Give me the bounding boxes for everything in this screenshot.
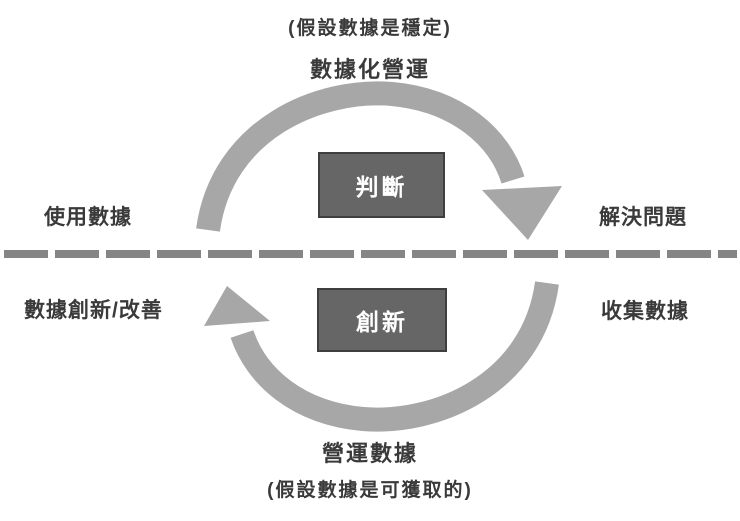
bottom-arrowhead-icon [204, 286, 270, 326]
judgment-box-label: 判斷 [355, 174, 408, 200]
bottom-assumption-note: (假設數據是可獲取的) [267, 480, 473, 501]
bottom-title: 營運數據 [321, 441, 418, 466]
top-assumption-note: (假設數據是穩定) [288, 18, 452, 39]
label-solve-problem: 解決問題 [599, 206, 687, 229]
label-use-data: 使用數據 [44, 206, 132, 229]
top-arrowhead-icon [482, 186, 562, 240]
innovation-box-label: 創新 [356, 309, 408, 335]
judgment-box: 判斷 [318, 152, 445, 218]
top-title: 數據化營運 [309, 57, 430, 82]
label-collect-data: 收集數據 [601, 300, 689, 323]
label-data-innovation-improve: 數據創新/改善 [24, 299, 163, 322]
innovation-box: 創新 [317, 288, 447, 352]
